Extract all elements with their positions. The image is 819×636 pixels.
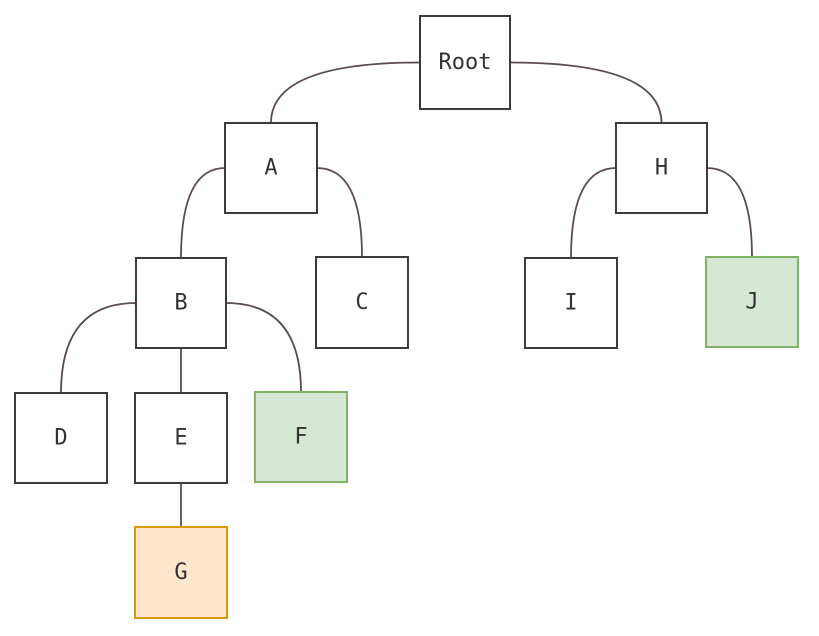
edge-Root-A xyxy=(270,61,421,124)
node-box-e xyxy=(134,392,228,484)
node-label-g: G xyxy=(174,560,187,585)
node-label-root: Root xyxy=(439,50,492,75)
node-box-i xyxy=(524,257,618,349)
node-box-j xyxy=(705,256,799,348)
node-box-a xyxy=(224,122,318,214)
edge-A-C xyxy=(316,167,363,258)
edge-B-D xyxy=(60,302,137,394)
node-box-b xyxy=(135,257,227,349)
node-box-g xyxy=(134,526,228,619)
node-label-a: A xyxy=(264,156,277,181)
edge-B-F xyxy=(225,302,302,393)
tree-node-h: H xyxy=(615,122,708,214)
tree-node-j: J xyxy=(705,256,799,348)
node-label-d: D xyxy=(54,426,67,451)
node-box-root xyxy=(419,15,511,110)
node-box-c xyxy=(315,256,409,349)
node-label-c: C xyxy=(355,290,368,315)
edges-layer xyxy=(60,61,753,528)
node-box-h xyxy=(615,122,708,214)
tree-node-b: B xyxy=(135,257,227,349)
edge-Root-H xyxy=(509,61,663,124)
edge-A-B xyxy=(180,167,226,259)
node-label-e: E xyxy=(174,426,187,451)
tree-node-root: Root xyxy=(419,15,511,110)
node-box-d xyxy=(14,392,108,484)
tree-node-a: A xyxy=(224,122,318,214)
tree-node-c: C xyxy=(315,256,409,349)
edge-H-J xyxy=(706,167,753,258)
tree-node-e: E xyxy=(134,392,228,484)
tree-node-i: I xyxy=(524,257,618,349)
node-label-j: J xyxy=(745,290,758,315)
node-label-b: B xyxy=(174,291,187,316)
edge-H-I xyxy=(570,167,617,259)
tree-node-d: D xyxy=(14,392,108,484)
tree-node-g: G xyxy=(134,526,228,619)
tree-node-f: F xyxy=(254,391,348,483)
node-box-f xyxy=(254,391,348,483)
node-label-i: I xyxy=(564,291,577,316)
node-label-h: H xyxy=(655,156,668,181)
node-label-f: F xyxy=(294,425,307,450)
